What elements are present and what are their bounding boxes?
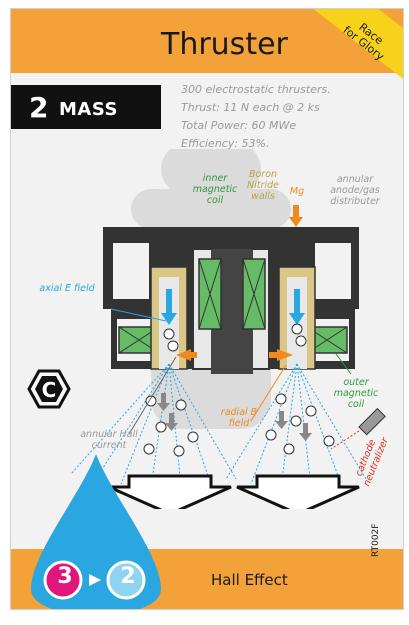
mass-value: 2 bbox=[29, 91, 49, 124]
thruster-diagram bbox=[70, 149, 386, 509]
stat-line-4: Efficiency: 53%. bbox=[181, 137, 270, 150]
label-inner-coil: inner magnetic coil bbox=[192, 173, 238, 206]
cost-from: 3 bbox=[57, 564, 73, 589]
mass-box: 2 MASS bbox=[11, 85, 161, 129]
b-field-arrows bbox=[176, 349, 293, 361]
cost-to: 2 bbox=[120, 564, 136, 589]
mass-label: MASS bbox=[59, 99, 118, 120]
label-outer-coil: outer magnetic coil bbox=[333, 377, 379, 410]
stat-line-2: Thrust: 11 N each @ 2 ks bbox=[181, 101, 320, 114]
label-mg: Mg bbox=[289, 186, 305, 197]
exhaust-arrows bbox=[108, 474, 360, 509]
label-hall: annular Hall current bbox=[80, 429, 138, 451]
mg-arrow bbox=[289, 205, 303, 227]
inner-coils bbox=[198, 258, 266, 330]
ions bbox=[143, 323, 335, 457]
label-anode: annular anode/gas distributer bbox=[330, 174, 380, 207]
card-title: Thruster bbox=[161, 27, 288, 62]
footer-label: Hall Effect bbox=[211, 571, 288, 589]
stat-line-1: 300 electrostatic thrusters. bbox=[181, 83, 331, 96]
e-field-arrows bbox=[161, 289, 305, 325]
stats-block: 300 electrostatic thrusters. Thrust: 11 … bbox=[181, 81, 331, 153]
stat-line-3: Total Power: 60 MWe bbox=[181, 119, 297, 132]
leader-lines bbox=[110, 308, 352, 435]
ion-arrows bbox=[157, 393, 312, 441]
c-hex-icon: C bbox=[27, 369, 71, 409]
label-radial: radial B field bbox=[220, 407, 258, 429]
cathode-neutralizer bbox=[330, 407, 386, 450]
cost-drop-icon bbox=[31, 454, 161, 609]
svg-text:C: C bbox=[42, 378, 57, 402]
label-boron: Boron Nitride walls bbox=[247, 169, 279, 202]
plume-lines bbox=[70, 363, 367, 488]
label-axial: axial E field bbox=[39, 283, 95, 294]
game-card: Thruster Race for Glory 2 MASS 300 elect… bbox=[10, 8, 404, 610]
card-code: RT002F bbox=[371, 523, 381, 557]
